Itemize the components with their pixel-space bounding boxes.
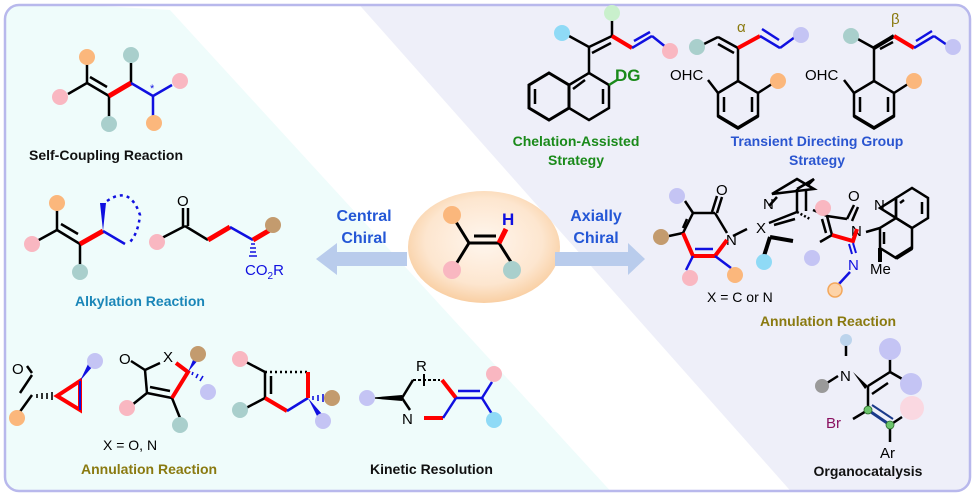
carbonyl-o: O [12,361,24,378]
ohc-label-2: OHC [805,67,839,84]
alpha-label: α [737,19,746,36]
ester-group: CO2R [245,262,284,282]
alkylation-title: Alkylation Reaction [75,293,205,309]
center-oval [408,191,560,303]
bromo-label: Br [826,415,841,432]
cyclopropane-structure: O [9,353,103,426]
stereo-asterisk: * [150,83,155,95]
organocatalysis-title: Organocatalysis [814,463,923,479]
kinetic-resolution-structure: R N [359,358,502,428]
pyridine-n: N [763,196,774,213]
pyridone-structure: O N X N X = C or N [653,177,818,305]
outer-frame [3,3,972,493]
pyrrolone-structure: O N N N Me [804,186,930,298]
alkylation-structure-2: O CO2R [149,193,284,282]
tdg-title-2: Strategy [789,152,845,168]
amine-n: N [840,368,851,385]
right-panel-bg [355,5,970,491]
substituent-pink [443,261,461,279]
methyl-label: Me [870,261,891,278]
arrow-left-central-chiral [316,243,407,275]
r-substituent: R [416,358,427,375]
ketone-o: O [177,193,189,210]
tdg-structure-beta: OHC β [805,11,961,131]
ch-bond [496,227,509,245]
dg-label: DG [615,66,641,85]
chelation-structure: DG [527,5,678,122]
arrow-right-axially-chiral [555,243,645,275]
center-alkene: H [408,191,560,303]
chelation-title-1: Chelation-Assisted [513,133,640,149]
chelation-title-2: Strategy [548,152,604,168]
organocatalysis-structure: N Br Ar [815,334,924,462]
butenolide-structure: O X X = O, N [103,346,216,453]
aryl-label: Ar [880,445,895,462]
cyclohexene-structure [232,351,340,429]
alkylation-structure-1 [24,194,142,280]
beta-label: β [891,11,900,28]
ohc-label-1: OHC [670,67,704,84]
axially-chiral-label-2: Chiral [573,230,618,247]
imine-n: N [848,257,859,274]
annulation-title-left: Annulation Reaction [81,461,217,477]
lactone-o: O [119,351,131,368]
tdg-title-1: Transient Directing Group [731,133,904,149]
x-definition-left: X = O, N [103,437,157,453]
x-heteroatom: X [163,349,173,366]
self-coupling-title: Self-Coupling Reaction [29,147,183,163]
h-label: H [502,210,514,229]
self-coupling-structure: * [52,47,188,132]
pyridone-n: N [726,232,737,249]
central-chiral-label-1: Central [336,208,391,225]
axis-x: X [756,220,766,237]
axially-chiral-label-1: Axially [570,208,622,225]
quinoline-n: N [874,197,885,214]
ring-n: N [402,411,413,428]
kinetic-resolution-title: Kinetic Resolution [370,461,493,477]
x-definition-right: X = C or N [707,289,773,305]
substituent-teal [503,261,521,279]
substituent-orange [443,206,461,224]
central-chiral-label-2: Chiral [341,230,386,247]
annulation-title-right: Annulation Reaction [760,313,896,329]
pyridone-o: O [716,182,728,199]
tdg-structure-alpha: OHC α [670,19,809,131]
pyrrolone-o: O [848,188,860,205]
